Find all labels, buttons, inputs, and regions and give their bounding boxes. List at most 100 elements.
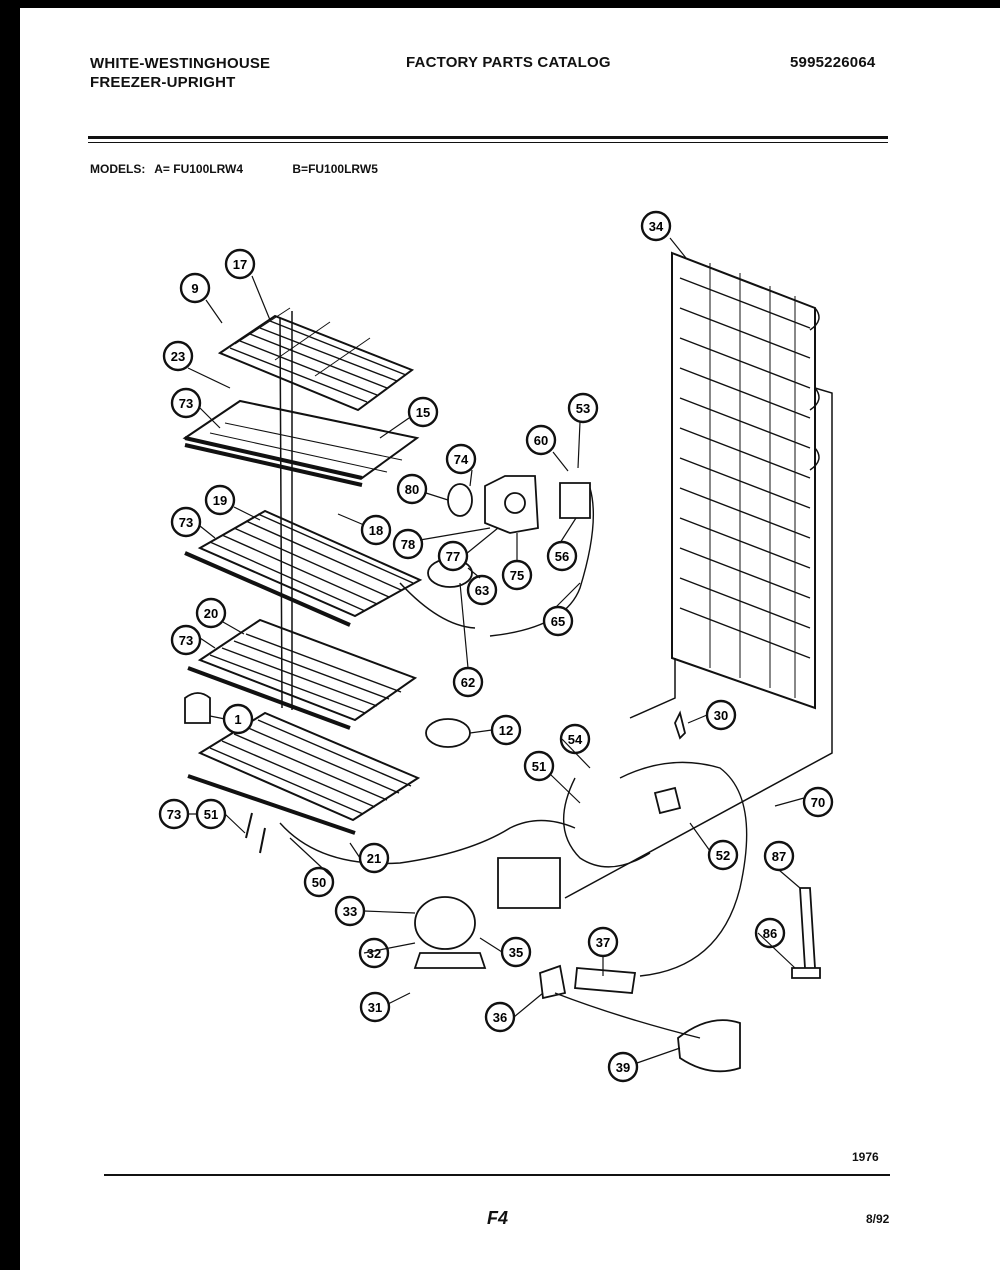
part-callout: 20	[195, 597, 227, 629]
svg-text:80: 80	[405, 482, 419, 497]
svg-text:73: 73	[179, 633, 193, 648]
model-b: B=FU100LRW5	[292, 162, 378, 176]
part-callout: 53	[567, 392, 599, 424]
svg-text:32: 32	[367, 946, 381, 961]
svg-text:73: 73	[179, 396, 193, 411]
part-number: 5995226064	[790, 54, 876, 71]
part-callout: 34	[640, 210, 672, 242]
svg-text:87: 87	[772, 849, 786, 864]
catalog-page: WHITE-WESTINGHOUSE FREEZER-UPRIGHT FACTO…	[20, 8, 1000, 1270]
shelf-1	[217, 307, 415, 412]
part-callout: 62	[452, 666, 484, 698]
svg-text:77: 77	[446, 549, 460, 564]
part-callout: 33	[334, 895, 366, 927]
part-callout: 86	[754, 917, 786, 949]
brand-header: WHITE-WESTINGHOUSE FREEZER-UPRIGHT	[90, 54, 270, 92]
svg-text:15: 15	[416, 405, 430, 420]
brand-line-2: FREEZER-UPRIGHT	[90, 74, 236, 91]
part-callout: 87	[763, 840, 795, 872]
svg-text:1: 1	[234, 712, 241, 727]
model-a: A= FU100LRW4	[154, 162, 244, 176]
part-callout: 75	[501, 559, 533, 591]
part-callout: 56	[546, 540, 578, 572]
header-rule-thick	[88, 136, 888, 139]
part-callout: 17	[224, 248, 256, 280]
part-callout: 32	[358, 937, 390, 969]
part-callout: 77	[437, 540, 469, 572]
part-callout: 15	[407, 396, 439, 428]
part-callout: 21	[358, 842, 390, 874]
page-label: F4	[487, 1208, 509, 1228]
footer-rule	[104, 1174, 890, 1176]
svg-text:21: 21	[367, 851, 381, 866]
part-callout: 19	[204, 484, 236, 516]
part-callout: 1	[222, 703, 254, 735]
svg-text:50: 50	[312, 875, 326, 890]
svg-text:73: 73	[179, 515, 193, 530]
revision-date: 8/92	[866, 1212, 890, 1226]
compressor-area	[184, 692, 821, 1073]
part-callout: 70	[802, 786, 834, 818]
svg-text:54: 54	[568, 732, 583, 747]
shelf-4	[187, 618, 418, 730]
part-callout: 80	[396, 473, 428, 505]
part-callout: 73	[170, 624, 202, 656]
svg-text:51: 51	[532, 759, 546, 774]
diagram-code: 1976	[852, 1150, 879, 1164]
part-callout: 63	[466, 574, 498, 606]
part-callout: 74	[445, 443, 477, 475]
fan-assembly	[427, 475, 595, 637]
part-callout: 12	[490, 714, 522, 746]
header-rule-thin	[88, 142, 888, 143]
part-callout: 65	[542, 605, 574, 637]
leader-lines	[187, 237, 805, 1064]
shelf-3	[184, 509, 423, 627]
shelf-2	[182, 399, 420, 487]
models-label: MODELS:	[90, 162, 146, 176]
part-callout: 73	[170, 387, 202, 419]
part-callouts: 34 17 9 23 73 15 53 60 74 80 78 77 75 56…	[158, 210, 834, 1083]
part-callout: 39	[607, 1051, 639, 1083]
svg-text:53: 53	[576, 401, 590, 416]
part-callout: 60	[525, 424, 557, 456]
svg-text:23: 23	[171, 349, 185, 364]
brand-line-1: WHITE-WESTINGHOUSE	[90, 55, 271, 72]
part-callout: 9	[179, 272, 211, 304]
condenser-coil	[564, 251, 833, 899]
part-callout: 23	[162, 340, 194, 372]
svg-text:52: 52	[716, 848, 730, 863]
part-callout: 78	[392, 528, 424, 560]
svg-text:70: 70	[811, 795, 825, 810]
part-callout: 30	[705, 699, 737, 731]
svg-text:60: 60	[534, 433, 548, 448]
svg-text:19: 19	[213, 493, 227, 508]
part-callout: 31	[359, 991, 391, 1023]
svg-text:73: 73	[167, 807, 181, 822]
svg-text:74: 74	[454, 452, 469, 467]
svg-text:20: 20	[204, 606, 218, 621]
svg-text:17: 17	[233, 257, 247, 272]
svg-text:51: 51	[204, 807, 218, 822]
svg-text:62: 62	[461, 675, 475, 690]
svg-text:36: 36	[493, 1010, 507, 1025]
svg-text:78: 78	[401, 537, 415, 552]
models-line: MODELS: A= FU100LRW4 B=FU100LRW5	[90, 162, 384, 176]
svg-text:30: 30	[714, 708, 728, 723]
svg-text:86: 86	[763, 926, 777, 941]
part-callout: 37	[587, 926, 619, 958]
svg-text:9: 9	[191, 281, 198, 296]
svg-text:31: 31	[368, 1000, 382, 1015]
part-callout: 73	[170, 506, 202, 538]
svg-text:33: 33	[343, 904, 357, 919]
part-callout: 73	[158, 798, 190, 830]
part-callout: 50	[303, 866, 335, 898]
svg-text:37: 37	[596, 935, 610, 950]
svg-text:75: 75	[510, 568, 524, 583]
evaporator-tube-vertical	[279, 311, 293, 710]
evaporator-tube-lead	[399, 582, 476, 629]
part-callout: 51	[195, 798, 227, 830]
svg-text:12: 12	[499, 723, 513, 738]
svg-text:63: 63	[475, 583, 489, 598]
part-callout: 35	[500, 936, 532, 968]
svg-text:18: 18	[369, 523, 383, 538]
